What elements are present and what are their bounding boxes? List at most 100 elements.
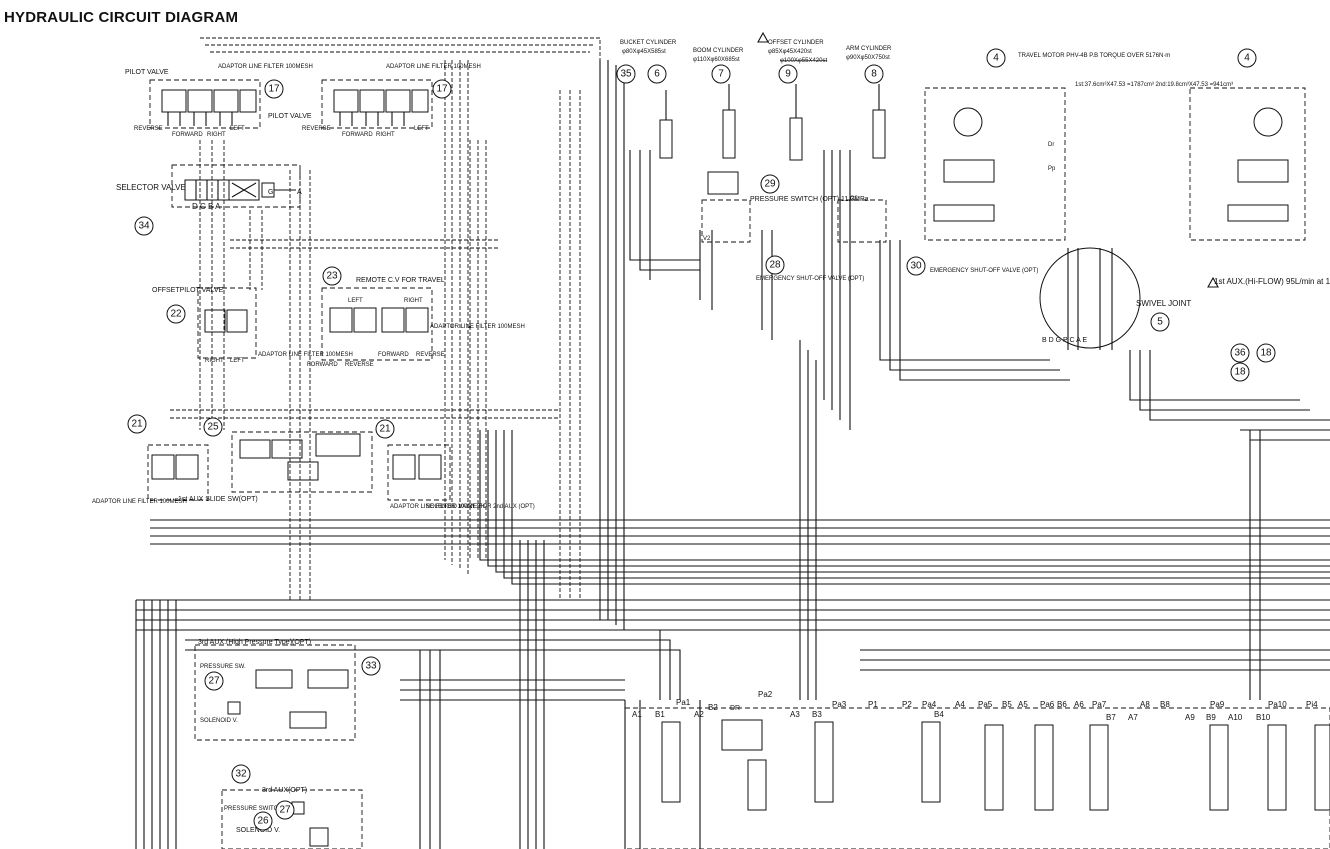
revision-triangle-icon — [757, 31, 769, 43]
callout-30: 30 — [906, 256, 926, 276]
selector-ports: D C B A — [192, 202, 221, 211]
callout-8: 8 — [864, 64, 884, 84]
pressure-switch-label: PRESSURE SWITCH (OPT) 11.3MPa — [750, 196, 869, 203]
pressure-switch: PRESSURE SWITCH (OPT) 11.3MPa EMERGENCY … — [701, 171, 869, 282]
svg-text:30: 30 — [910, 261, 922, 272]
c2-label: C2 — [850, 196, 858, 202]
bucket-cyl-spec: φ80Xφ45X585st — [622, 49, 666, 55]
callout-28: 28 — [765, 255, 785, 275]
offset-left: LEFT — [230, 358, 245, 364]
remote-forward: FORWARD — [307, 362, 338, 368]
pa4-label: Pa4 — [922, 700, 937, 709]
port-a9: A9 — [1185, 713, 1195, 722]
callout-4b: 4 — [1237, 48, 1257, 68]
emergency-valve-2: EMERGENCY SHUT-OFF VALVE (OPT) C2 — [837, 196, 1038, 274]
selector-a: A — [297, 189, 302, 196]
remote-cv-label: REMOTE C.V FOR TRAVEL — [356, 277, 445, 284]
callout-29: 29 — [760, 174, 780, 194]
aux-2nd-valve — [231, 431, 373, 493]
port-a8: A8 — [1140, 700, 1150, 709]
callout-21a: 21 — [127, 414, 147, 434]
callout-34: 34 — [134, 216, 154, 236]
adaptor-left: ADAPTOR LINE FILTER 100MESH — [92, 499, 187, 505]
arm-cyl-spec: φ90Xφ50X750st — [846, 55, 890, 61]
port-a3: A3 — [790, 710, 800, 719]
callout-22: 22 — [166, 304, 186, 324]
adaptor-mid: ADAPTOR LINE FILTER 100MESH — [390, 504, 485, 510]
port-dr: DR — [730, 705, 740, 712]
svg-text:29: 29 — [764, 179, 776, 190]
callout-27b: 27 — [275, 800, 295, 820]
callout-23: 23 — [322, 266, 342, 286]
port-b7: B7 — [1106, 713, 1116, 722]
adaptor-filter-1: ADAPTOR LINE FILTER 100MESH — [218, 64, 313, 70]
pilot-valve-left-label: PILOT VALVE — [125, 69, 169, 76]
port-a1: A1 — [632, 710, 642, 719]
svg-text:21: 21 — [379, 424, 391, 435]
travel-motor-right — [1189, 87, 1306, 241]
svg-text:18: 18 — [1260, 348, 1272, 359]
svg-text:5: 5 — [1157, 317, 1163, 328]
pilot-forward-right: FORWARD — [342, 132, 373, 138]
port-a10: A10 — [1228, 713, 1243, 722]
port-a7: A7 — [1128, 713, 1138, 722]
travel-motor-label: TRAVEL MOTOR PHV-4B P.B TORQUE OVER 5176… — [1018, 53, 1170, 59]
port-b9: B9 — [1206, 713, 1216, 722]
svg-text:4: 4 — [993, 53, 999, 64]
svg-text:22: 22 — [170, 309, 182, 320]
pa6-label: Pa6 — [1040, 700, 1055, 709]
svg-text:32: 32 — [235, 769, 247, 780]
offset-pilot-valve: OFFSETPILOT VALVE RIGHT LEFT ADAPTOR LIN… — [152, 287, 353, 364]
pa7-label: Pa7 — [1092, 700, 1107, 709]
callout-25: 25 — [203, 417, 223, 437]
svg-text:17: 17 — [268, 84, 280, 95]
callout-7: 7 — [711, 64, 731, 84]
remote-left: LEFT — [348, 298, 363, 304]
third-aux: 3rd AUX(OPT) PRESSURE SWITCH SOLENOID V. — [221, 787, 363, 849]
offset-cyl-spec-old: φ100Xφ55X420st — [780, 58, 827, 64]
solenoid-v-label: SOLENOID V. — [200, 718, 238, 724]
offset-cyl-label: OFFSET CYLINDER — [768, 40, 824, 46]
port-a4: A4 — [955, 700, 965, 709]
callout-35: 35 — [616, 64, 636, 84]
svg-text:4: 4 — [1244, 53, 1250, 64]
emergency-1-label: EMERGENCY SHUT-OFF VALVE (OPT) — [756, 276, 864, 282]
pilot-left-right: LEFT — [414, 126, 429, 132]
pipe-network — [135, 60, 1330, 849]
pilot-right-left: RIGHT — [207, 132, 226, 138]
third-aux-hp-label: 3rd AUX.(High Pressure Type)(OPT) — [198, 639, 311, 646]
callout-32: 32 — [231, 764, 251, 784]
remote-filter: ADAPTOR LINE FILTER 100MESH — [430, 324, 525, 330]
svg-text:33: 33 — [365, 661, 377, 672]
solenoid-v2-label: SOLENOID V. — [236, 827, 280, 834]
pilot-reverse-left: REVERSE — [134, 126, 163, 132]
aux-hi-flow-label: 1st AUX.(Hi-FLOW) 95L/min at 12MPa WITH … — [1214, 277, 1330, 286]
pilot-dashed-network — [170, 90, 581, 600]
remote-right: RIGHT — [404, 298, 423, 304]
remote-reverse: REVERSE — [345, 362, 374, 368]
emergency-2-label: EMERGENCY SHUT-OFF VALVE (OPT) — [930, 268, 1038, 274]
port-b10: B10 — [1256, 713, 1271, 722]
remote-cv-travel: REMOTE C.V FOR TRAVEL LEFT RIGHT FORWARD… — [307, 277, 525, 368]
revision-triangle-icon-2 — [1207, 276, 1219, 288]
selector-g: G — [268, 189, 273, 196]
pilot-left-left: LEFT — [230, 126, 245, 132]
pa2-label: Pa2 — [758, 690, 773, 699]
callout-4a: 4 — [986, 48, 1006, 68]
dr-label: Dr — [1048, 142, 1054, 148]
pilot-valve-left: PILOT VALVE REVERSE FORWARD RIGHT LEFT — [125, 69, 261, 138]
callout-17a: 17 — [264, 79, 284, 99]
aux1-slide-label: 1st AUX SLIDE SW(OPT) — [178, 496, 258, 503]
svg-text:17: 17 — [436, 84, 448, 95]
svg-text:23: 23 — [326, 271, 338, 282]
port-p1: P1 — [868, 700, 878, 709]
svg-text:9: 9 — [785, 69, 791, 80]
selector-valve-label: SELECTOR VALVE — [116, 183, 186, 192]
port-b3: B3 — [812, 710, 822, 719]
pilot-forward-left: FORWARD — [172, 132, 203, 138]
pilot-valve-right: PILOT VALVE REVERSE FORWARD RIGHT LEFT — [268, 79, 433, 138]
page-title: HYDRAULIC CIRCUIT DIAGRAM — [4, 9, 239, 26]
pa5-label: Pa5 — [978, 700, 993, 709]
svg-text:35: 35 — [620, 69, 632, 80]
callout-33: 33 — [361, 656, 381, 676]
